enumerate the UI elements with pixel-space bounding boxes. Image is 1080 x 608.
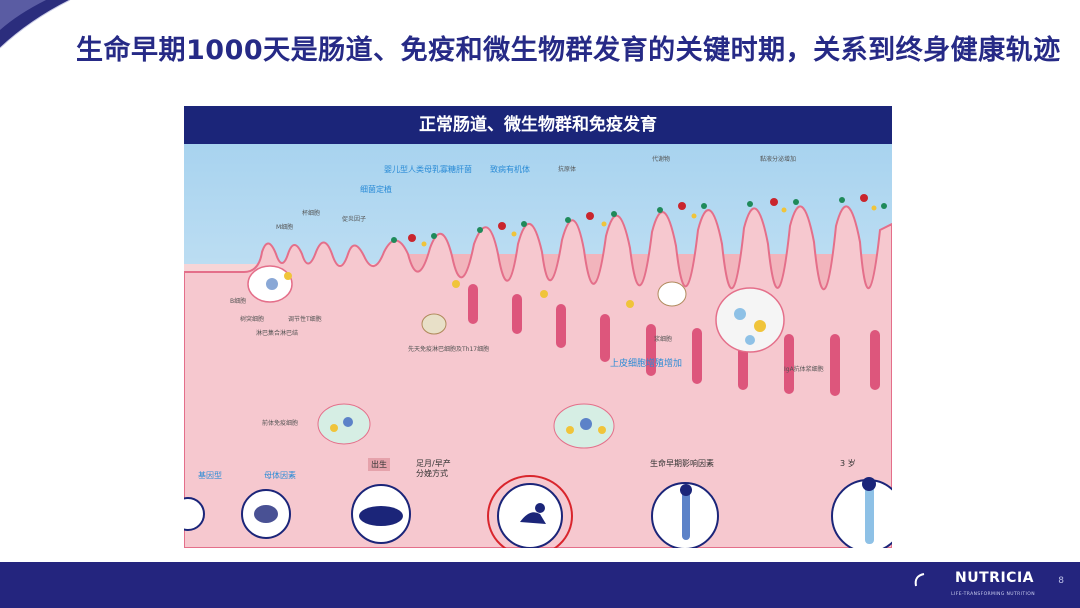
label-treg: 调节性T细胞 — [288, 314, 322, 323]
gut-development-figure: 正常肠道、微生物群和免疫发育 — [184, 106, 892, 548]
label-peyer: 先天免疫淋巴细胞及Th17细胞 — [408, 344, 489, 353]
label-early-life: 生命早期影响因素 — [650, 458, 714, 469]
label-genotype: 基因型 — [198, 470, 222, 481]
label-epithelial-growth: 上皮细胞增殖增加 — [610, 356, 682, 369]
label-birth: 出生 — [368, 458, 390, 471]
label-immune-precursor: 前体免疫细胞 — [262, 418, 298, 427]
nutricia-logo-icon — [912, 570, 932, 590]
label-maternal: 母体因素 — [264, 470, 296, 481]
label-goblet: 杯细胞 — [302, 208, 320, 217]
label-mucus: 黏液分泌增加 — [760, 154, 796, 163]
footer-tagline: LIFE-TRANSFORMING NUTRITION — [951, 592, 1035, 597]
footer-bar: NUTRICIA LIFE-TRANSFORMING NUTRITION 8 — [0, 562, 1080, 608]
label-colonization: 细菌定植 — [360, 184, 392, 195]
label-delivery: 分娩方式 — [416, 468, 448, 479]
label-metabolite: 代谢物 — [652, 154, 670, 163]
figure-header: 正常肠道、微生物群和免疫发育 — [184, 106, 892, 144]
label-cytokine: 促炎因子 — [342, 214, 366, 223]
slide-title: 生命早期1000天是肠道、免疫和微生物群发育的关键时期，关系到终身健康轨迹 — [76, 34, 1066, 68]
label-pathobiont: 致病有机体 — [490, 164, 530, 175]
label-lymphoid: 淋巴集合淋巴结 — [256, 328, 298, 337]
label-dc: 树突细胞 — [240, 314, 264, 323]
gut-illustration — [184, 144, 892, 548]
label-plasma: 浆细胞 — [654, 334, 672, 343]
label-age-3: 3 岁 — [840, 458, 856, 469]
page-number: 8 — [1058, 576, 1064, 586]
label-ige: 抗原体 — [558, 164, 576, 173]
footer-brand: NUTRICIA — [955, 570, 1034, 586]
label-b-cell: B细胞 — [230, 296, 246, 305]
label-iga: IgA抗体浆细胞 — [784, 364, 824, 373]
label-m-cell: M细胞 — [276, 222, 293, 231]
label-infant-hmo: 婴儿型人类母乳寡糖肝菌 — [384, 164, 472, 175]
